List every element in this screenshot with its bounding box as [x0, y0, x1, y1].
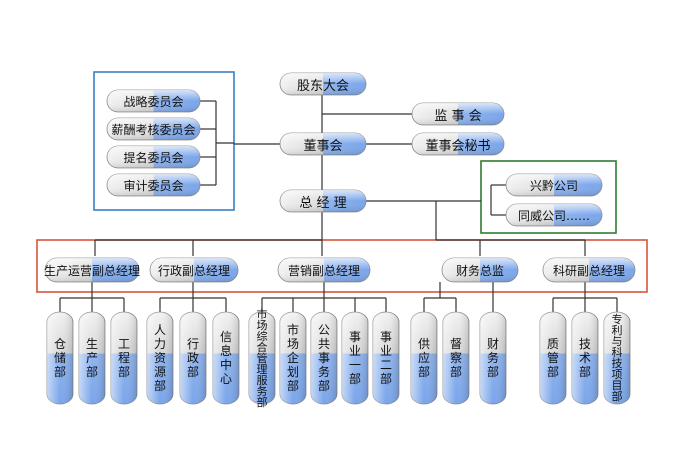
- supervisors-box: [411, 102, 505, 126]
- dept-box-13: [479, 311, 507, 405]
- dept-box-4: [179, 311, 207, 405]
- board-secretary-box: [411, 132, 505, 156]
- dept-box-11: [410, 311, 438, 405]
- dept-box-8: [310, 311, 338, 405]
- connector-lines: [59, 94, 618, 312]
- committee-box-2: [106, 145, 201, 169]
- dept-box-7: [279, 311, 307, 405]
- dept-box-0: [46, 311, 74, 405]
- dept-box-10: [372, 311, 400, 405]
- vp-box-4: [542, 257, 636, 283]
- gm-box: [279, 189, 367, 213]
- shareholders-box: [279, 72, 367, 96]
- dept-box-9: [341, 311, 369, 405]
- dept-box-5: [212, 311, 240, 405]
- committee-box-1: [106, 117, 201, 141]
- vp-frame: [36, 239, 648, 293]
- committee-box-3: [106, 173, 201, 197]
- vp-box-2: [277, 257, 371, 283]
- dept-box-12: [442, 311, 470, 405]
- dept-box-1: [78, 311, 106, 405]
- subsidiary-frame: [480, 160, 617, 234]
- dept-box-16: [603, 311, 631, 405]
- vp-box-0: [44, 257, 140, 283]
- vp-box-1: [149, 257, 239, 283]
- dept-box-6: [248, 311, 276, 405]
- dept-box-3: [146, 311, 174, 405]
- subsidiary-box-1: [505, 203, 603, 227]
- dept-box-15: [571, 311, 599, 405]
- committee-box-0: [106, 89, 201, 113]
- board-box: [279, 132, 367, 156]
- vp-box-3: [441, 257, 519, 283]
- dept-box-2: [110, 311, 138, 405]
- subsidiary-box-0: [505, 173, 603, 197]
- dept-box-14: [539, 311, 567, 405]
- committee-frame: [93, 71, 235, 211]
